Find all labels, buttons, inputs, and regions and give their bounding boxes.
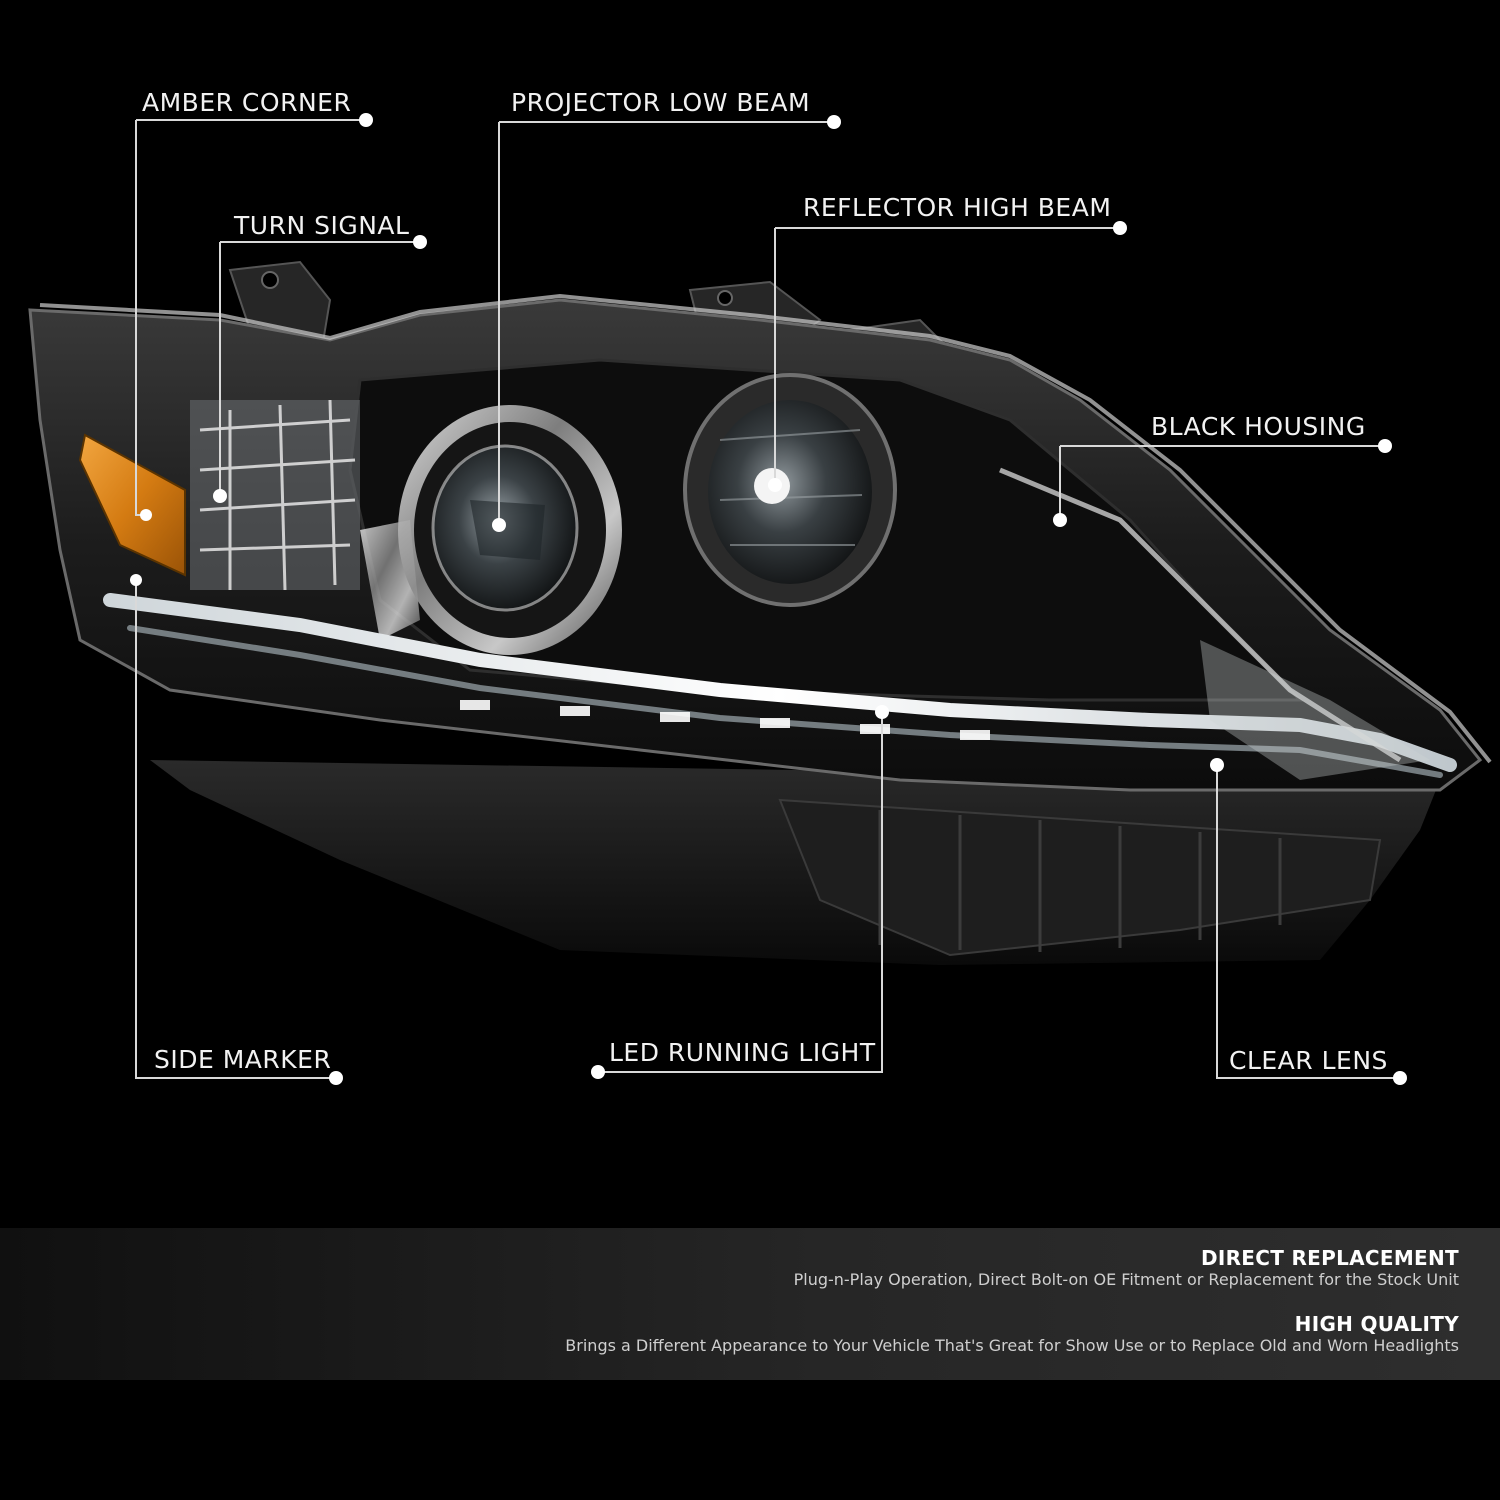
feature-text-direct-replacement: Plug-n-Play Operation, Direct Bolt-on OE…: [793, 1270, 1459, 1289]
led-strip: [103, 593, 1457, 772]
label-amber-corner: AMBER CORNER: [142, 88, 352, 117]
led-strip-inner: [127, 625, 1443, 778]
feature-title-direct-replacement: DIRECT REPLACEMENT: [1200, 1246, 1459, 1270]
label-reflector-high-beam: REFLECTOR HIGH BEAM: [803, 193, 1112, 222]
side-chrome-edge: [999, 467, 1402, 763]
amber-corner-reflector: [78, 433, 186, 577]
label-clear-lens: CLEAR LENS: [1229, 1046, 1388, 1075]
feature-text-high-quality: Brings a Different Appearance to Your Ve…: [565, 1336, 1459, 1355]
feature-title-high-quality: HIGH QUALITY: [1294, 1312, 1459, 1336]
callout-dots: [130, 113, 1407, 1085]
callout-lines: [135, 119, 1400, 1079]
feature-info-panel: DIRECT REPLACEMENT Plug-n-Play Operation…: [0, 1228, 1500, 1380]
lower-bracket: [778, 798, 1382, 957]
projector-lens: [398, 405, 622, 655]
label-black-housing: BLACK HOUSING: [1151, 412, 1366, 441]
label-projector-low-beam: PROJECTOR LOW BEAM: [511, 88, 811, 117]
label-led-running-light: LED RUNNING LIGHT: [609, 1038, 876, 1067]
lens-rim: [39, 293, 1492, 764]
clear-lens-corner: [1200, 640, 1430, 780]
label-turn-signal: TURN SIGNAL: [234, 211, 410, 240]
reflector-bowl: [683, 373, 897, 607]
label-side-marker: SIDE MARKER: [154, 1045, 332, 1074]
